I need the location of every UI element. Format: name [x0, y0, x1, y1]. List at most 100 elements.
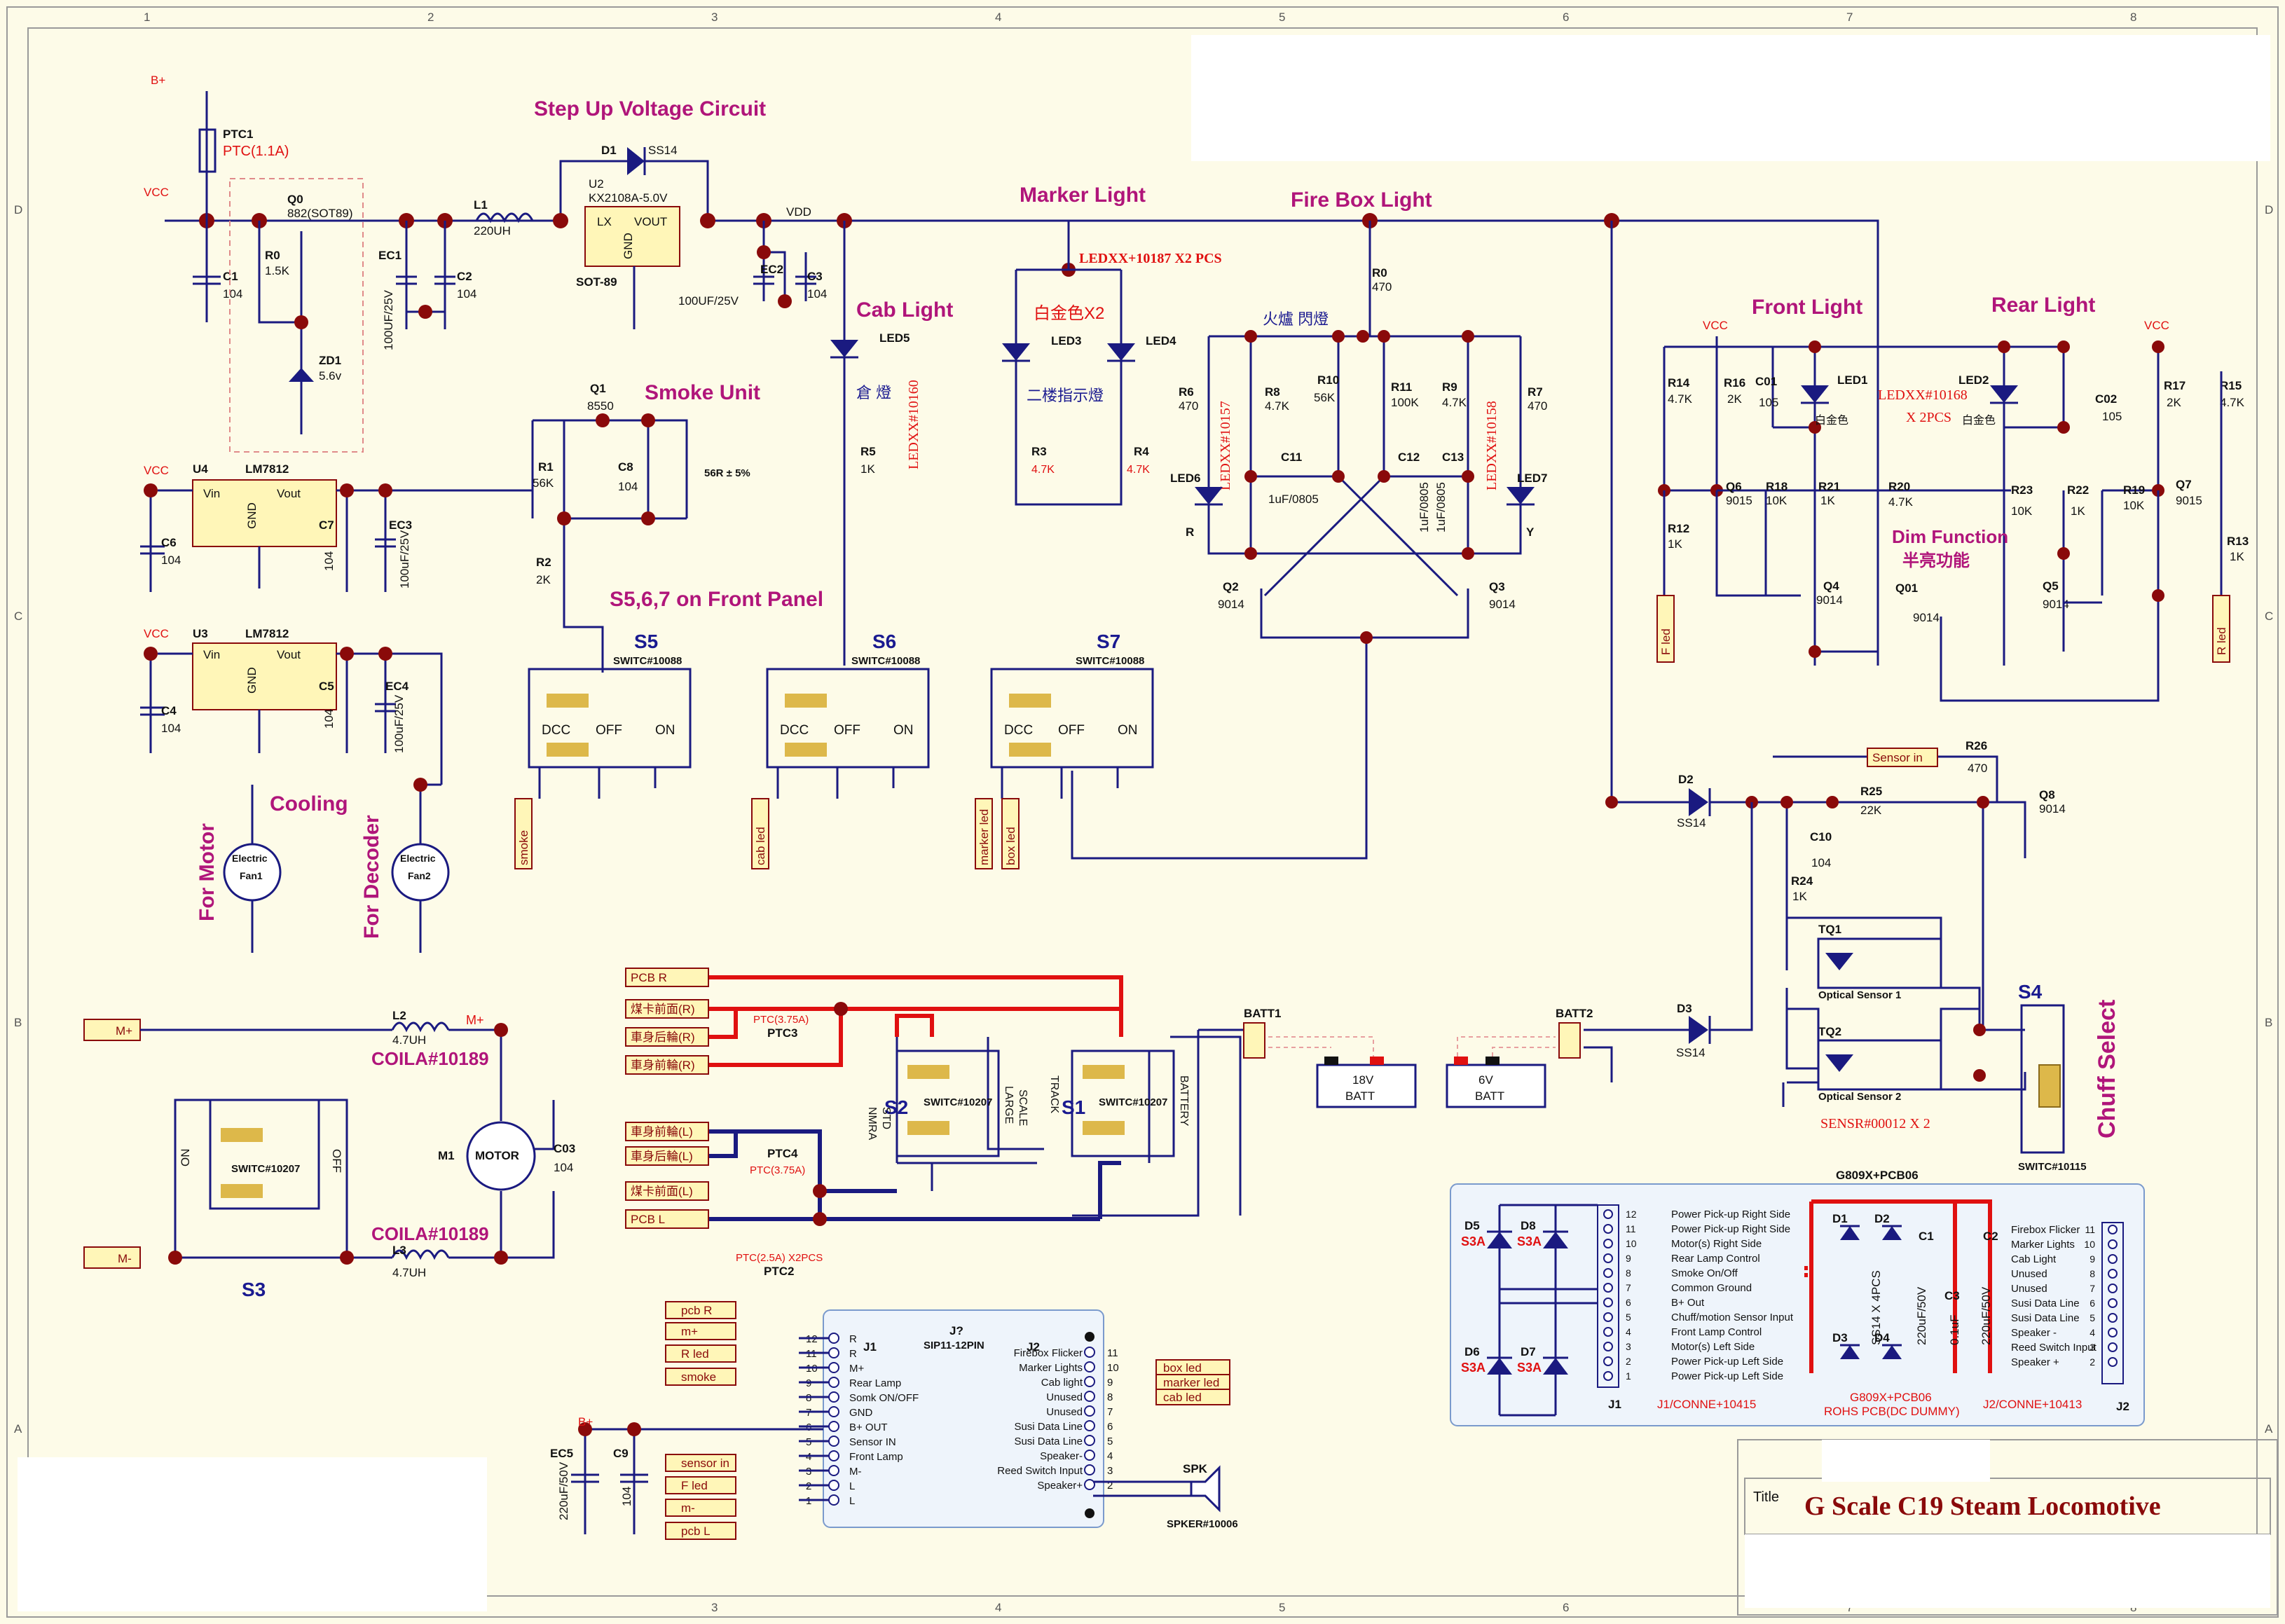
sip-connector-board: [823, 1309, 1104, 1528]
panel-switch-label: S7: [1097, 631, 1120, 652]
m-plus-label: M+: [466, 1013, 484, 1027]
s1-track: TRACK: [1048, 1075, 1060, 1114]
pcb-right-pin-number: 9: [2090, 1253, 2095, 1265]
panel-switch-tag: smoke: [517, 830, 530, 865]
panel-switch-on: ON: [893, 723, 914, 738]
s3-part: SWITC#10207: [231, 1163, 300, 1175]
c02-label: C02: [2095, 392, 2117, 406]
r22-value: 1K: [2071, 504, 2085, 518]
r10-label: R10: [1317, 373, 1339, 387]
r16-label: R16: [1724, 376, 1745, 390]
u2-lx: LX: [597, 215, 612, 228]
sip-tag: [665, 1301, 736, 1319]
q3-label: Q3: [1489, 580, 1505, 593]
pcb-right-pin-label: Susi Data Line: [2011, 1298, 2080, 1309]
c7-value: 104: [322, 551, 336, 571]
j1-pin-label: M+: [849, 1363, 864, 1375]
panel-switch-part: SWITC#10088: [613, 655, 682, 667]
l2-value: 4.7UH: [392, 1033, 426, 1047]
pcb-diode-label: D5: [1464, 1219, 1480, 1232]
border-col-label: 6: [1563, 11, 1569, 24]
sip-tag: [1155, 1389, 1230, 1405]
panel-switch-off: OFF: [1058, 723, 1085, 738]
track-tag-text: 車身前輪(R): [631, 1059, 695, 1072]
panel-switch-dcc: DCC: [542, 723, 570, 738]
c10-value: 104: [1811, 856, 1831, 869]
r3-label: R3: [1031, 445, 1047, 458]
d2-value: SS14: [1677, 816, 1706, 830]
r4-value: 4.7K: [1127, 464, 1150, 476]
led7-color: Y: [1526, 525, 1535, 539]
marker-cn: 白金色X2: [1034, 304, 1104, 323]
sip-tag: [665, 1322, 736, 1340]
j1-pin-label: L: [849, 1495, 855, 1507]
panel-switch-off: OFF: [834, 723, 860, 738]
motor-symbol: [466, 1121, 536, 1191]
j2-pin-number: 5: [1107, 1436, 1113, 1447]
s2-scale: SCALE: [1017, 1089, 1029, 1126]
rr0-label: R0: [1372, 266, 1387, 280]
j2-pin-number: 3: [1107, 1465, 1113, 1477]
border-col-label: 1: [144, 11, 150, 24]
battery-18v-volt: 18V: [1352, 1073, 1374, 1087]
fan1-label: Fan1: [240, 870, 263, 881]
pcb-diode-part: S3A: [1461, 1234, 1485, 1248]
j1conn-label: J1/CONNE+10415: [1657, 1398, 1756, 1411]
dim-cn: 半亮功能: [1902, 551, 1970, 570]
u3-vin: Vin: [203, 648, 220, 661]
j2-pin-label: Marker Lights: [1019, 1362, 1083, 1374]
batt1-connector: [1243, 1022, 1265, 1059]
sensr-label: SENSR#00012 X 2: [1820, 1116, 1930, 1131]
s3-switch: [209, 1099, 320, 1210]
u2-gnd: GND: [622, 233, 635, 259]
j2conn-label: J2/CONNE+10413: [1983, 1398, 2082, 1411]
ec4-value: 100uF/25V: [392, 694, 406, 753]
batt2-connector: [1558, 1022, 1581, 1059]
pcb-left-pin-number: 10: [1626, 1238, 1637, 1249]
ec2-label: EC2: [760, 263, 783, 276]
q6-label: Q6: [1726, 480, 1742, 493]
sip-tag-text: m-: [681, 1501, 695, 1515]
vcc-label-3: VCC: [144, 627, 169, 640]
border-col-label: 8: [2130, 11, 2136, 24]
r5-value: 1K: [860, 462, 875, 476]
c1-value: 104: [223, 287, 242, 301]
fan2-label: Fan2: [408, 870, 431, 881]
c11-value: 1uF/0805: [1268, 493, 1319, 506]
panel-switch-label: S5: [634, 631, 658, 652]
pcb-bridge-diode-label: D1: [1832, 1212, 1848, 1225]
q2-label: Q2: [1223, 580, 1239, 593]
pcb-diode-part: S3A: [1461, 1361, 1485, 1375]
c13-label: C13: [1442, 450, 1464, 464]
vcc-label-2: VCC: [144, 464, 169, 477]
q8-label: Q8: [2039, 788, 2055, 801]
pcb-diode-part: S3A: [1517, 1361, 1542, 1375]
c12-value: 1uF/0805: [1418, 482, 1431, 532]
j2-pin-number: 10: [1107, 1362, 1119, 1374]
vcc-label-5: VCC: [2144, 319, 2169, 332]
r-led-tag: [2212, 595, 2230, 663]
s4-label: S4: [2018, 981, 2043, 1003]
r0-value: 1.5K: [265, 264, 290, 277]
tq1-box: [1817, 937, 1942, 989]
track-tag-text: PCB R: [631, 971, 667, 984]
pcb-right-pin-number: 8: [2090, 1268, 2095, 1279]
s1-switch: [1071, 1050, 1175, 1157]
q4-value: 9014: [1816, 593, 1843, 607]
chuff-select-title: Chuff Select: [2094, 1000, 2120, 1138]
mminus-tag: [83, 1246, 141, 1269]
track-tag-text: 煤卡前面(R): [631, 1003, 695, 1016]
pcb-bridge-diode-label: D2: [1874, 1212, 1890, 1225]
sensor-in-tag: [1867, 748, 1938, 767]
r9-value: 4.7K: [1442, 396, 1467, 409]
j1-pin-label: R: [849, 1333, 857, 1345]
pcb-right-pin-number: 2: [2090, 1356, 2095, 1368]
r22-label: R22: [2067, 483, 2089, 497]
zd1-label: ZD1: [319, 354, 341, 367]
l3-value: 4.7UH: [392, 1266, 426, 1279]
j1-pin-label: B+ OUT: [849, 1422, 888, 1433]
border-row-label: A: [2265, 1422, 2273, 1436]
